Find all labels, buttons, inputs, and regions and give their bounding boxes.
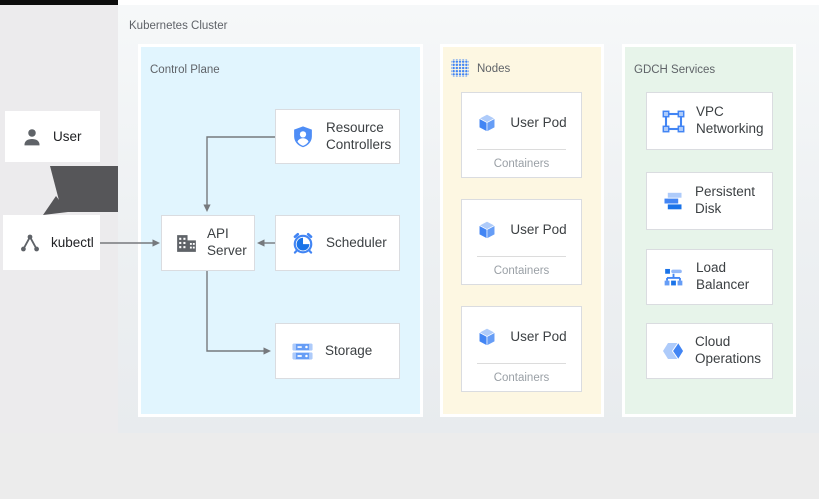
- gdch-services-label: GDCH Services: [634, 64, 716, 76]
- pod-divider: [477, 149, 566, 150]
- user-pod-label: User Pod: [510, 328, 567, 344]
- nodes-label: Nodes: [477, 63, 511, 75]
- user-pod-label: User Pod: [510, 221, 567, 237]
- pod-divider: [477, 256, 566, 257]
- gdch-services-panel: GDCH Services VPC Networking: [622, 44, 796, 417]
- control-plane-panel: Control Plane Resource Controllers: [138, 44, 423, 417]
- scheduler-label: Scheduler: [326, 234, 387, 250]
- persistent-disk-icon: [664, 192, 682, 210]
- user-pod-card: User Pod Containers: [461, 92, 582, 178]
- control-plane-label: Control Plane: [150, 64, 220, 76]
- vpc-networking-card: VPC Networking: [646, 92, 773, 150]
- storage-card: Storage: [275, 323, 400, 379]
- containers-label: Containers: [493, 372, 550, 384]
- pod-cube-icon: [478, 220, 496, 240]
- resource-controllers-card: Resource Controllers: [275, 109, 400, 164]
- pod-cube-icon: [478, 113, 496, 133]
- bottom-background-strip: [0, 433, 819, 499]
- api-server-card: API Server: [161, 215, 255, 271]
- pod-cube-icon: [478, 327, 496, 347]
- kubectl-icon: [21, 234, 39, 251]
- pod-divider: [477, 363, 566, 364]
- kubectl-card: kubectl: [3, 215, 100, 270]
- user-card: User: [5, 111, 100, 162]
- top-left-black-bar: [0, 0, 118, 5]
- resource-controllers-label: Resource Controllers: [326, 119, 392, 152]
- nodes-panel: Nodes User Pod Containers User: [440, 44, 604, 417]
- user-pod-card: User Pod Containers: [461, 306, 582, 392]
- api-server-label: API Server: [207, 226, 247, 258]
- scheduler-card: Scheduler: [275, 215, 400, 271]
- user-icon: [24, 128, 40, 145]
- resource-controllers-icon: [294, 125, 312, 147]
- kubectl-label: kubectl: [51, 235, 94, 250]
- cloud-operations-icon: [663, 342, 683, 360]
- storage-label: Storage: [325, 342, 373, 358]
- nodes-grid-icon: [451, 59, 469, 77]
- user-label: User: [53, 129, 82, 144]
- scheduler-icon: [293, 232, 313, 254]
- load-balancer-label: Load Balancer: [696, 260, 750, 292]
- storage-icon: [292, 343, 313, 359]
- persistent-disk-label: Persistent Disk: [695, 184, 756, 216]
- kubernetes-cluster-label: Kubernetes Cluster: [129, 20, 228, 32]
- vpc-networking-label: VPC Networking: [696, 104, 764, 136]
- cloud-operations-card: Cloud Operations: [646, 323, 773, 379]
- load-balancer-icon: [664, 268, 683, 285]
- api-server-icon: [177, 234, 196, 252]
- user-pod-label: User Pod: [510, 114, 567, 130]
- user-pod-card: User Pod Containers: [461, 199, 582, 285]
- vpc-networking-icon: [662, 110, 685, 132]
- persistent-disk-card: Persistent Disk: [646, 172, 773, 230]
- load-balancer-card: Load Balancer: [646, 249, 773, 305]
- containers-label: Containers: [493, 158, 550, 170]
- cloud-operations-label: Cloud Operations: [695, 334, 762, 366]
- containers-label: Containers: [493, 265, 550, 277]
